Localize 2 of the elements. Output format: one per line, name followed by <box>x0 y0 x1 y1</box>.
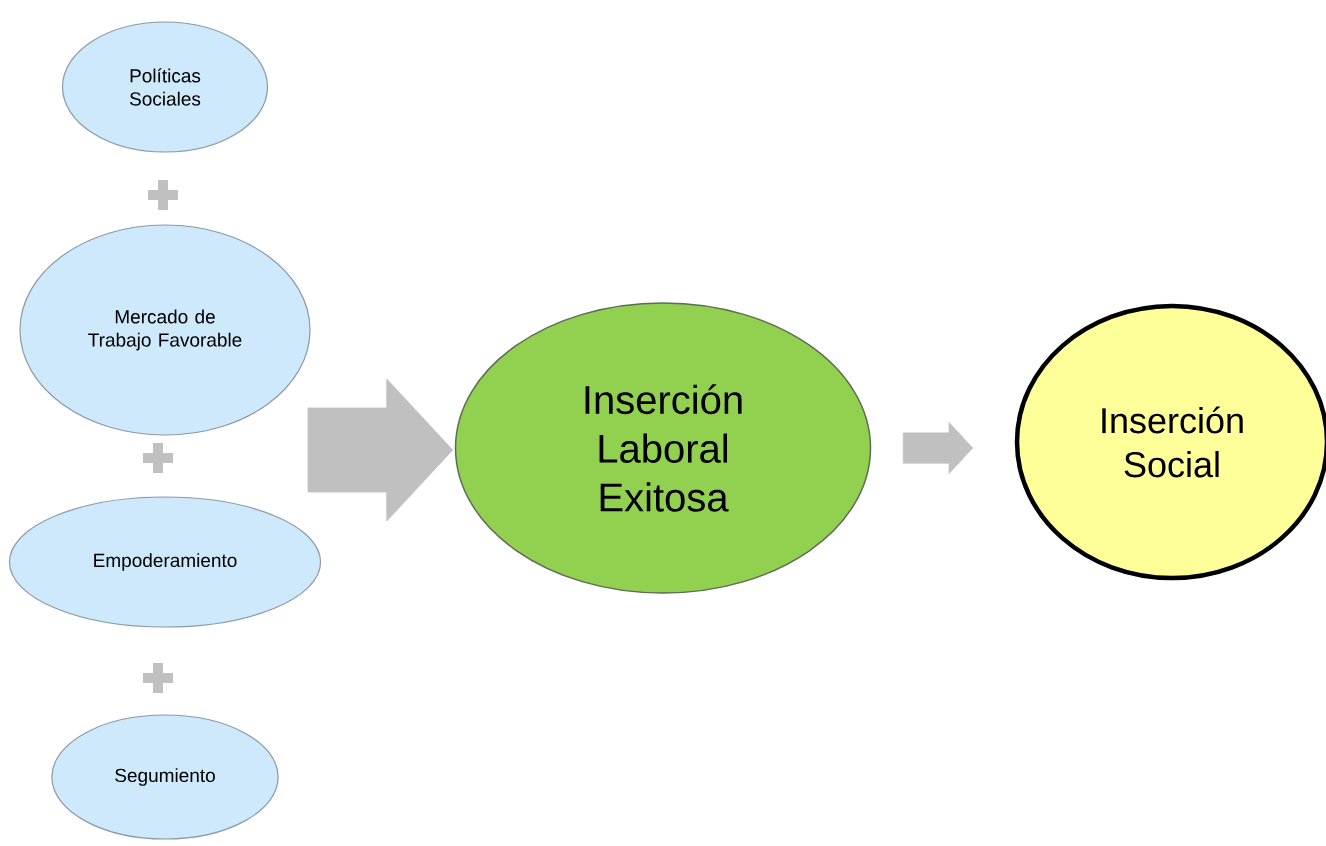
block-arrow <box>902 422 974 474</box>
block-arrow <box>307 378 454 522</box>
